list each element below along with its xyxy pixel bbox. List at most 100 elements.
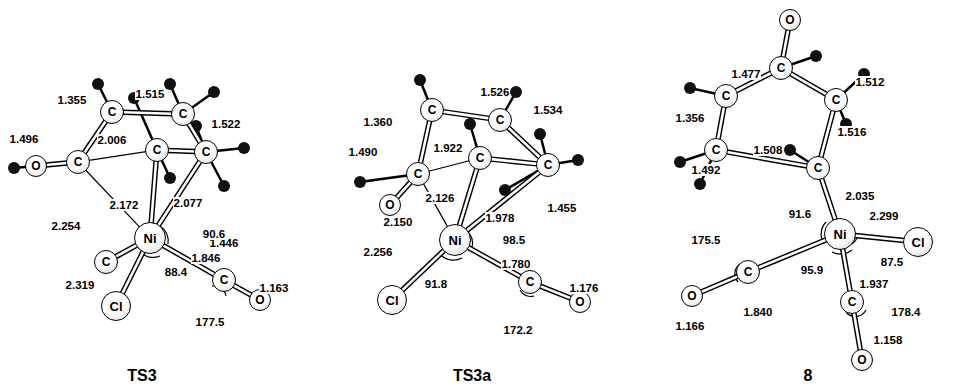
- atom-circle: C: [518, 270, 542, 294]
- partial-bond: [423, 184, 447, 227]
- bond-tube: [491, 159, 537, 164]
- hydrogen-ball: [534, 128, 546, 140]
- atom-symbol: C: [526, 276, 535, 288]
- atom-symbol: O: [31, 160, 40, 172]
- atom-symbol: Cl: [110, 300, 123, 313]
- atom-circle: Ni: [824, 218, 856, 250]
- bond-value: 1.512: [855, 76, 886, 89]
- atom-circle: C: [468, 146, 492, 170]
- bond-value: 87.5: [880, 256, 904, 269]
- bond-tube: [701, 276, 738, 292]
- bond-value: 2.150: [383, 216, 414, 229]
- bond-value: 1.516: [837, 126, 868, 139]
- bond-value: 1.526: [480, 86, 511, 99]
- atom-circle: Ni: [134, 222, 166, 254]
- atom-symbol: C: [202, 146, 211, 158]
- bond-tube: [122, 251, 143, 293]
- atom-symbol: C: [153, 144, 162, 156]
- atom-symbol: Ni: [144, 232, 157, 245]
- hydrogen-ball: [510, 86, 522, 98]
- bond-stroke: [46, 163, 67, 165]
- bond-tube: [158, 161, 200, 225]
- bond-value: 1.455: [547, 202, 578, 215]
- bond-value: 2.319: [65, 279, 96, 292]
- bond-stroke: [843, 249, 850, 291]
- angle-arcs: [140, 222, 866, 316]
- bond-value: 1.360: [363, 116, 394, 129]
- bond-value: 90.6: [202, 228, 226, 241]
- bond-tube: [508, 128, 540, 158]
- bond-tube: [397, 182, 411, 197]
- bond-tube: [123, 112, 172, 113]
- hydrogen-ball: [92, 78, 104, 90]
- atom-symbol: O: [687, 290, 696, 302]
- bond-stroke: [122, 251, 143, 293]
- bond-value: 1.166: [675, 320, 706, 333]
- bond-stroke: [123, 112, 172, 113]
- atom-circle: C: [66, 150, 90, 174]
- atom-circle: C: [806, 156, 830, 180]
- atom-circle: C: [536, 153, 560, 177]
- bond-value: 91.6: [788, 208, 812, 221]
- atom-symbol: O: [385, 199, 394, 211]
- bond-stroke: [158, 161, 200, 225]
- bond-value: 1.937: [859, 278, 890, 291]
- hydrogen-ball: [208, 86, 220, 98]
- atom-circle: C: [488, 108, 512, 132]
- bond-stroke: [429, 161, 470, 172]
- bond-value: 1.355: [57, 94, 88, 107]
- bond-tube: [46, 163, 67, 165]
- atom-circle: C: [769, 56, 793, 80]
- atom-circle: C: [714, 84, 738, 108]
- bond-stroke: [467, 172, 540, 231]
- bond-value: 1.163: [259, 282, 290, 295]
- atom-symbol: C: [74, 156, 83, 168]
- bond-stroke: [854, 313, 860, 350]
- atom-symbol: C: [414, 168, 423, 180]
- hydrogen-ball: [810, 50, 822, 62]
- bond-value: 1.158: [873, 334, 904, 347]
- bond-tube: [189, 123, 201, 142]
- bond-stroke: [855, 236, 904, 241]
- bond-value: 98.5: [502, 234, 526, 247]
- bond-stroke: [718, 107, 724, 139]
- bond-tube: [234, 285, 252, 295]
- bond-stroke: [791, 74, 827, 95]
- bond-value: 2.172: [109, 199, 140, 212]
- bond-tube: [718, 107, 724, 139]
- bond-value: 1.515: [135, 88, 166, 101]
- atom-circle: C: [145, 138, 169, 162]
- bond-stroke: [540, 286, 571, 298]
- bond-stroke: [783, 30, 788, 57]
- bond-stroke: [420, 121, 429, 164]
- bond-stroke: [783, 30, 788, 57]
- bond-stroke: [843, 249, 850, 291]
- atom-circle: C: [194, 140, 218, 164]
- atom-circle: C: [824, 88, 848, 112]
- bond-value: 95.9: [800, 264, 824, 277]
- atom-symbol: O: [857, 354, 866, 366]
- bond-value: 1.490: [348, 146, 379, 159]
- bond-stroke: [234, 285, 252, 295]
- bond-stroke: [46, 163, 67, 165]
- atom-symbol: C: [102, 256, 111, 268]
- atom-circle: O: [851, 349, 873, 371]
- bond-value: 1.508: [753, 144, 784, 157]
- hydrogen-ball: [784, 144, 796, 156]
- atom-symbol: C: [220, 274, 229, 286]
- atom-circle: C: [171, 102, 195, 126]
- bond-tube: [420, 121, 429, 164]
- bond-stroke: [189, 123, 201, 142]
- atom-symbol: O: [255, 294, 264, 306]
- bond-value: 1.840: [743, 306, 774, 319]
- atom-circle: Ni: [439, 224, 471, 256]
- hydrogen-ball: [164, 78, 176, 90]
- bond-stroke: [122, 251, 143, 293]
- bond-value: 1.492: [691, 164, 722, 177]
- bond-value: 1.176: [569, 282, 600, 295]
- atom-circle: C: [420, 98, 444, 122]
- bond-tube: [443, 112, 489, 119]
- atom-circle: O: [681, 285, 703, 307]
- bond-stroke: [168, 150, 195, 151]
